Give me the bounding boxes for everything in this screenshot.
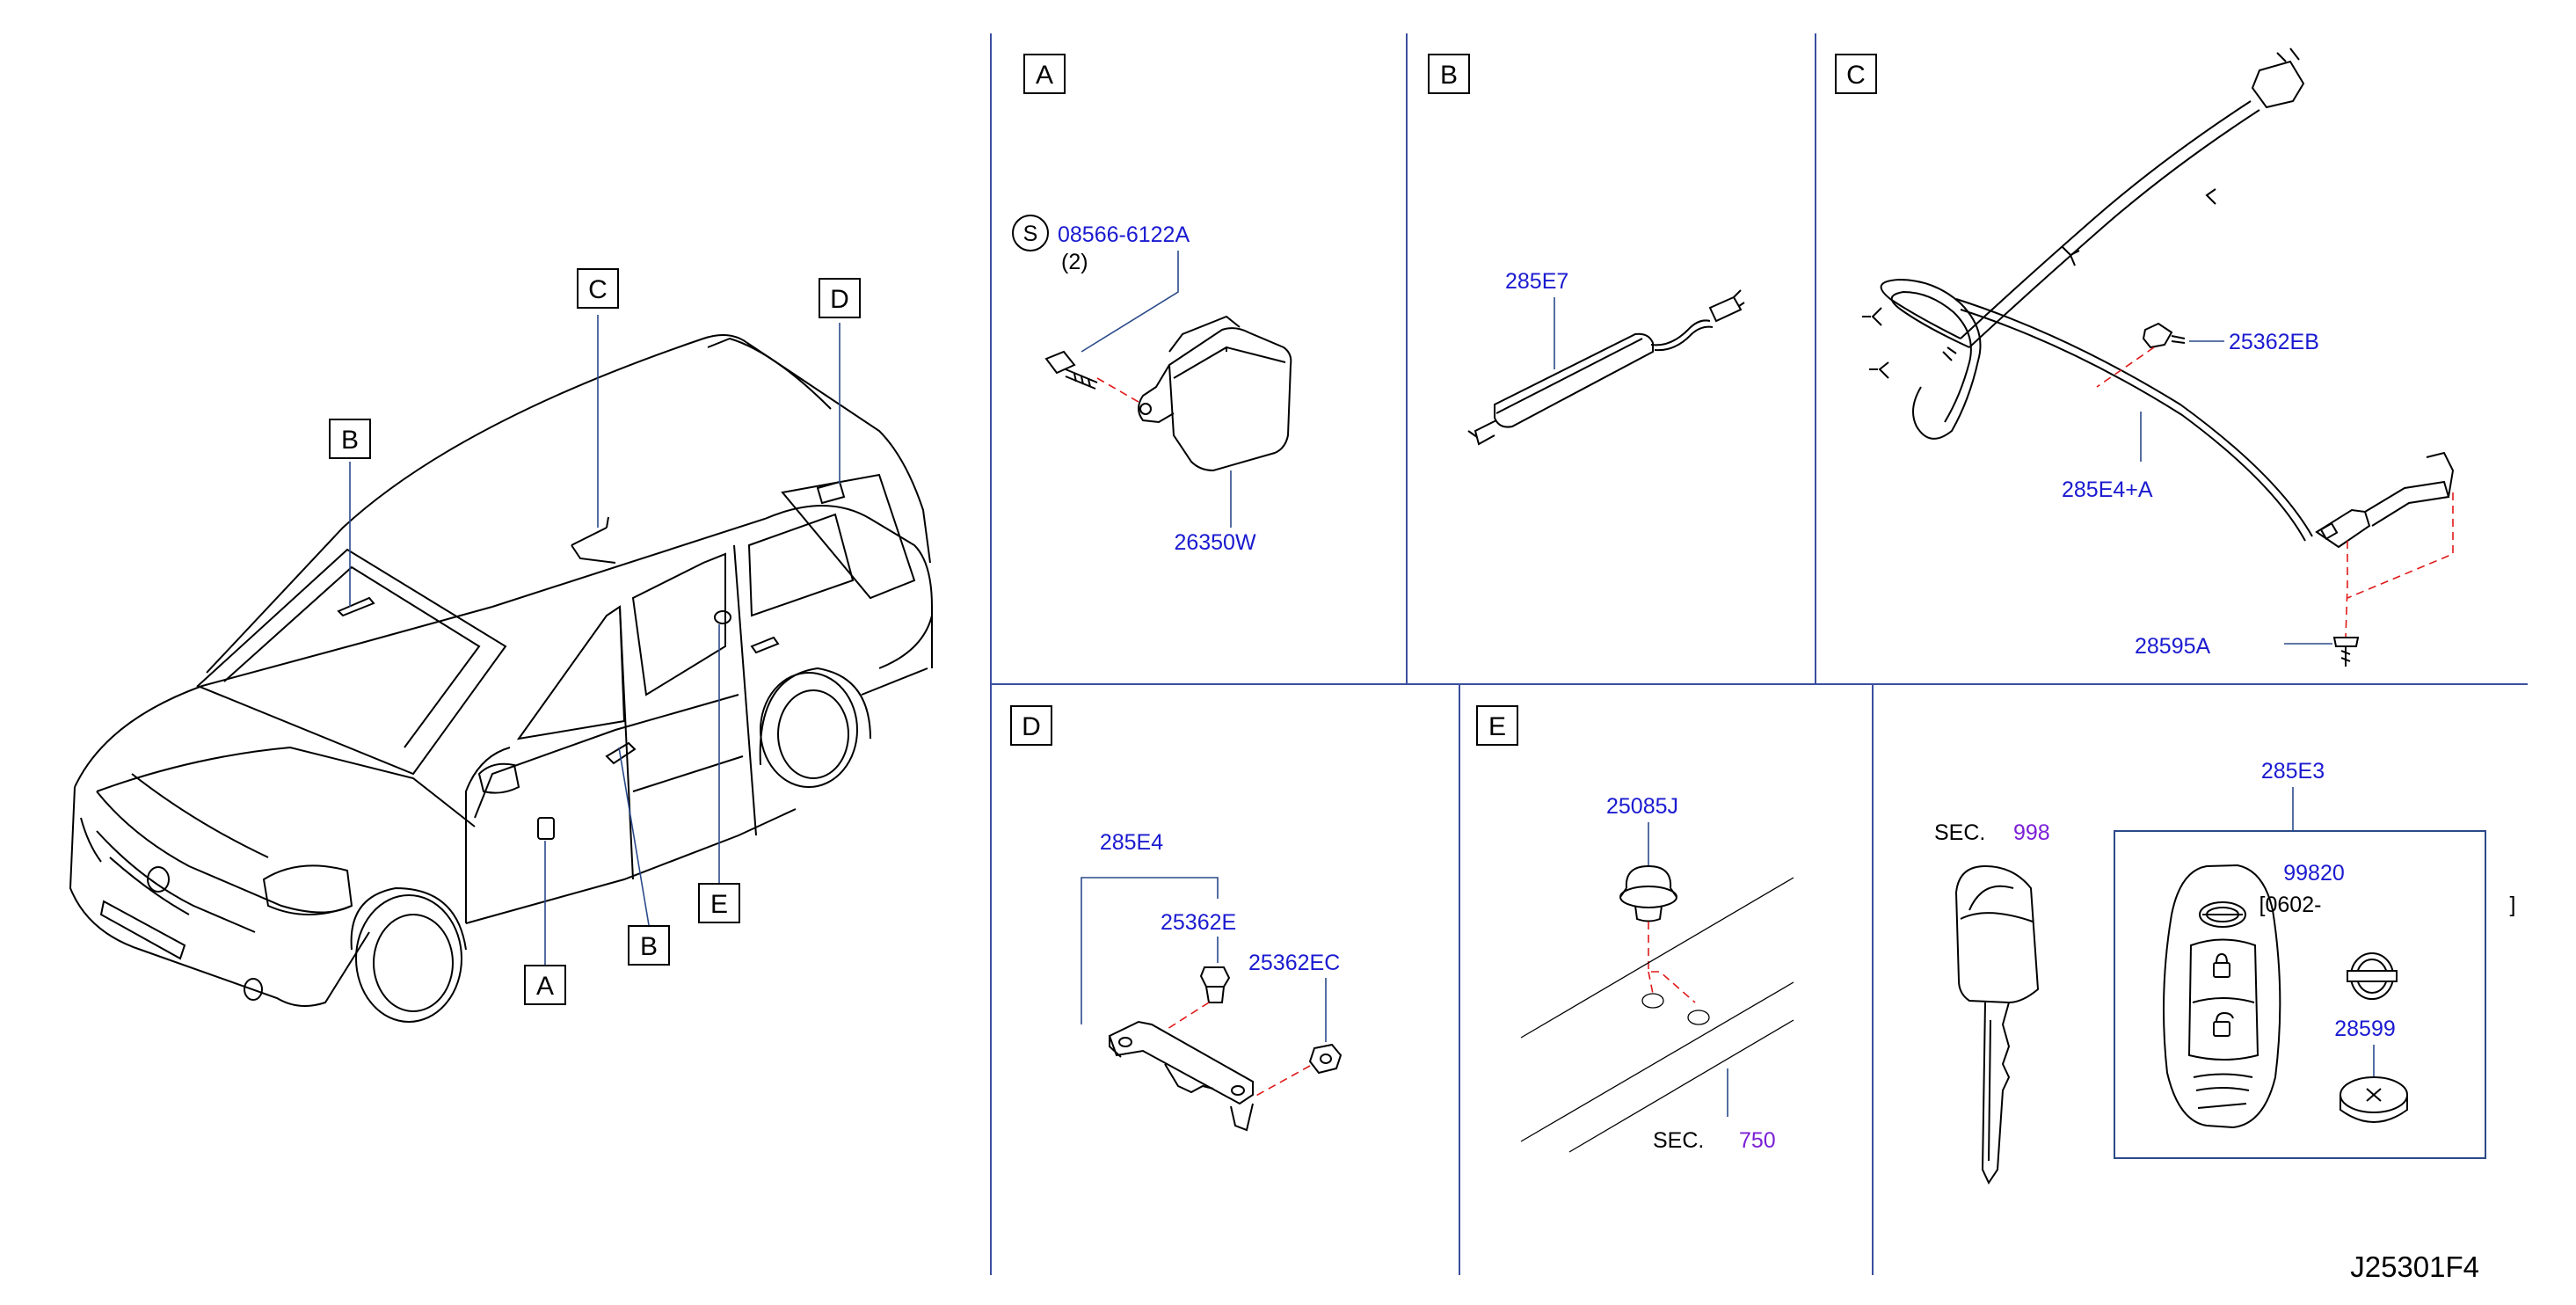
panel-d: D 285E4 25362E 25362EC [1010,705,1343,1132]
part-number-control-unit: 26350W [1174,530,1256,555]
bolt-quantity: (2) [1061,250,1088,274]
drawing-id: J25301F4 [2350,1250,2479,1283]
panel-b: B 285E7 [1428,54,1745,446]
panel-c: C [1835,47,2455,667]
section-label: SEC. [1934,820,1985,845]
vehicle-leaders [349,315,840,965]
part-number-harness: 285E4+A [2062,478,2153,502]
callout-label: D [830,285,849,314]
section-number: 750 [1739,1128,1776,1153]
panel-label: E [1488,712,1506,741]
part-number-antenna: 285E7 [1505,269,1568,294]
part-number-emblem: 99820 [2283,861,2345,886]
callout-box-d: D [819,278,861,318]
panel-keys: SEC. 998 285E3 99820 [0602- [1934,759,2516,1185]
vehicle-component-marks [337,480,846,840]
panel-label: B [1440,61,1458,90]
nissan-emblem-icon [2347,952,2398,1000]
part-number-screw: 28595A [2135,634,2211,659]
part-number-clip: 25362E [1161,910,1236,935]
section-label: SEC. [1653,1128,1704,1153]
callout-label: A [536,972,554,1001]
date-range: [0602- [2259,893,2322,917]
callout-label: B [341,426,359,455]
part-number-keyset: 285E3 [2261,759,2325,784]
callout-label: E [710,890,728,919]
intelligent-key-drawing [2163,864,2281,1129]
screw-drawing [2332,637,2360,667]
panel-label: D [1022,712,1041,741]
antenna-drawing [1467,289,1745,446]
coin-battery-icon [2340,1076,2408,1123]
panel-a: A S 08566-6122A (2) 26350W [1012,54,1292,555]
part-number-antenna: 285E4 [1100,830,1163,855]
keyset-frame [2114,830,2486,1159]
section-number: 998 [2013,820,2050,845]
nut-drawing [1308,1043,1343,1075]
vehicle-overview: C D B E B A [69,268,933,1023]
callout-label: B [640,932,658,961]
part-number-bolt: 08566-6122A [1058,222,1190,247]
panel-e: E 25085J SEC. 750 [1476,705,1794,1153]
callout-label: C [588,275,608,304]
date-range-close: ] [2510,893,2516,917]
callout-box-b-upper: B [329,419,371,459]
control-unit-drawing [1138,315,1292,472]
callout-box-c: C [577,268,619,309]
service-part-mark: S [1023,222,1038,246]
panel-label: A [1036,61,1053,90]
callout-box-b-lower: B [628,925,670,966]
part-number-clip: 25362EB [2229,330,2319,354]
grommet-drawing [1619,864,1677,922]
callout-box-a: A [524,965,566,1005]
clip-drawing [2142,322,2186,349]
vehicle-outline [69,334,933,1023]
panel-grid [990,33,2528,1275]
part-number-nut: 25362EC [1248,951,1340,975]
part-number-battery: 28599 [2334,1017,2396,1041]
panel-surface-drawing [1520,877,1794,1153]
antenna-bracket-drawing [1108,1020,1254,1132]
harness-drawing [1862,47,2455,549]
callout-box-e: E [698,883,740,923]
bolt-drawing [1044,350,1098,390]
clip-drawing [1199,966,1231,1003]
mechanical-key-drawing [1954,864,2040,1185]
panel-label: C [1846,61,1866,90]
part-number-grommet: 25085J [1606,794,1678,819]
